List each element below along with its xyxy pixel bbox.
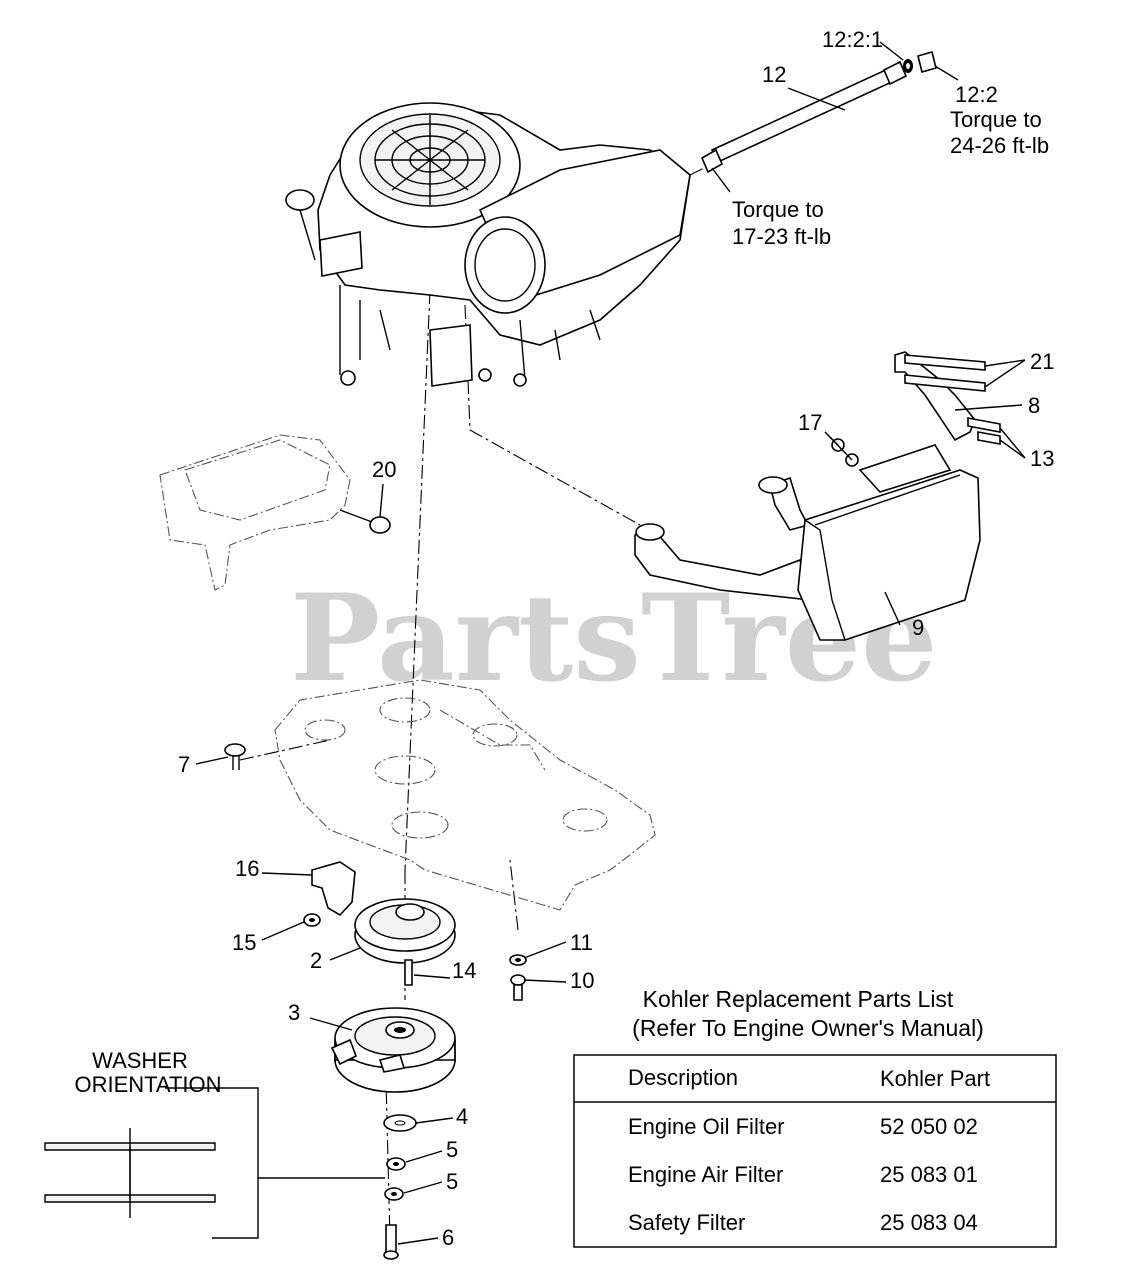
callout-5-upper: 5: [446, 1137, 458, 1162]
torque-12-line1: Torque to: [732, 197, 824, 222]
bolt-10: [510, 974, 526, 1001]
washer-5-upper: [386, 1157, 406, 1171]
parts-list-header-description: Description: [628, 1065, 738, 1090]
callout-21: 21: [1030, 349, 1054, 374]
washer-5-lower: [384, 1187, 404, 1201]
ghost-deck-plate: [274, 679, 656, 911]
callout-5-lower: 5: [446, 1169, 458, 1194]
callout-12-2: 12:2: [955, 82, 998, 107]
callout-20: 20: [372, 457, 396, 482]
parts-list-table-border: [573, 1054, 1057, 1248]
callout-7: 7: [178, 752, 190, 777]
callout-14: 14: [452, 958, 476, 983]
parts-list-row-3-part: 25 083 04: [880, 1210, 978, 1235]
oil-drain-tube: [700, 60, 908, 174]
callout-17: 17: [798, 410, 822, 435]
engine-center-line: [404, 289, 431, 871]
clutch-3: [330, 1007, 456, 1093]
bolt-10-center-line: [509, 859, 519, 931]
parts-list-row-1-part: 52 050 02: [880, 1114, 978, 1139]
engine: [285, 102, 691, 387]
washer-15: [303, 913, 321, 927]
parts-list-title-line1: Kohler Replacement Parts List: [643, 986, 954, 1012]
callout-13: 13: [1030, 446, 1054, 471]
parts-list-row-1-description: Engine Oil Filter: [628, 1114, 785, 1139]
torque-12-2-line2: 24-26 ft-lb: [950, 133, 1049, 158]
ghost-rear-bracket: [159, 434, 351, 591]
clamp-20: [339, 509, 391, 534]
bolt-6: [383, 1224, 399, 1260]
tube-cap-12-2: [917, 51, 937, 73]
parts-list-header-kohler-part: Kohler Part: [880, 1066, 990, 1091]
callout-3: 3: [288, 1000, 300, 1025]
parts-list: Kohler Replacement Parts List (Refer To …: [573, 986, 1057, 1248]
callout-8: 8: [1028, 393, 1040, 418]
bolt-7: [224, 743, 246, 770]
washer-4: [383, 1114, 417, 1132]
callout-12-2-1: 12:2:1: [822, 27, 883, 52]
washer-orientation-title-line2: ORIENTATION: [74, 1072, 221, 1097]
parts-list-row-2-description: Engine Air Filter: [628, 1162, 783, 1187]
callout-2: 2: [310, 948, 322, 973]
callout-6: 6: [442, 1225, 454, 1250]
bracket-16: [311, 861, 356, 917]
tube-washer-12-2-1: [903, 59, 913, 73]
pulley-2: [354, 898, 456, 964]
callout-16: 16: [235, 856, 259, 881]
muffler: [634, 444, 981, 641]
callout-11: 11: [570, 930, 593, 955]
bolt-7-center-line: [239, 739, 331, 761]
washer-11: [509, 954, 527, 966]
callout-9: 9: [912, 615, 924, 640]
washer-orientation-title-line1: WASHER: [92, 1048, 188, 1073]
torque-12-2-line1: Torque to: [950, 107, 1042, 132]
torque-12-line2: 17-23 ft-lb: [732, 224, 831, 249]
washer-orientation-detail: [44, 1087, 385, 1239]
callout-12: 12: [762, 62, 786, 87]
parts-list-row-2-part: 25 083 01: [880, 1162, 978, 1187]
callout-4: 4: [456, 1104, 468, 1129]
bracket-8: [894, 351, 976, 442]
callout-15: 15: [232, 930, 256, 955]
callout-10: 10: [570, 968, 594, 993]
leader-lines: [195, 41, 1026, 1245]
key-14: [404, 959, 413, 986]
bolts-21: [904, 354, 986, 392]
parts-list-row-3-description: Safety Filter: [628, 1210, 745, 1235]
parts-list-title-line2: (Refer To Engine Owner's Manual): [632, 1015, 984, 1041]
exhaust-center-line: [464, 304, 641, 526]
bolts-13: [967, 417, 1001, 445]
